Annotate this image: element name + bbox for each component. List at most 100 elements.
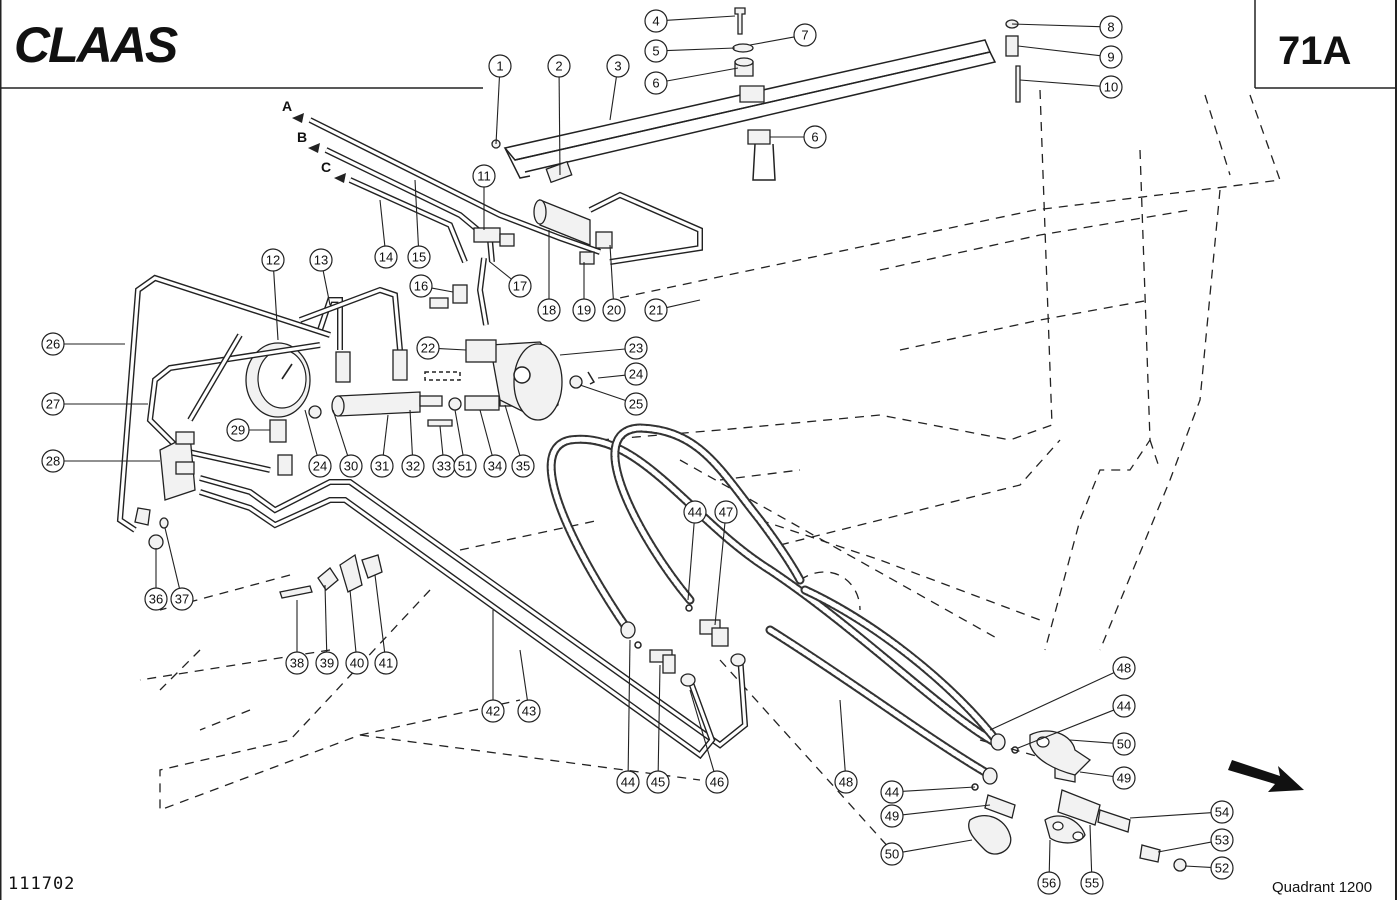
- callout-leader: [666, 15, 736, 21]
- flexible-hoses: [546, 423, 1005, 780]
- callout-circle: [144, 587, 168, 611]
- distribution-block: [134, 431, 293, 550]
- rotary-valve: [424, 339, 596, 421]
- callout-43: 43: [517, 649, 541, 723]
- callout-circle: [880, 842, 904, 866]
- callout-33: 33: [432, 425, 456, 478]
- callout-number: 16: [414, 279, 428, 294]
- callout-number: 20: [607, 303, 621, 318]
- callout-circle: [453, 454, 477, 478]
- callout-20: 20: [602, 244, 626, 322]
- callout-circle: [793, 23, 817, 47]
- callout-leader: [431, 287, 454, 293]
- model-name: Quadrant 1200: [1272, 879, 1372, 896]
- callout-number: 13: [314, 253, 328, 268]
- callout-number: 2: [555, 59, 562, 74]
- callout-circle: [517, 699, 541, 723]
- callout-11: 11: [472, 164, 496, 230]
- callout-number: 42: [486, 704, 500, 719]
- callout-32: 32: [401, 409, 425, 478]
- callout-number: 51: [458, 459, 472, 474]
- callout-circle: [339, 454, 363, 478]
- callout-circle: [1210, 856, 1234, 880]
- callout-number: 19: [577, 303, 591, 318]
- callout-number: 24: [629, 367, 643, 382]
- callout-circle: [308, 454, 332, 478]
- callout-circle: [1210, 800, 1234, 824]
- callout-circle: [407, 245, 431, 269]
- callout-56: 56: [1037, 839, 1061, 895]
- callout-number: 50: [1117, 737, 1131, 752]
- callout-9: 9: [1017, 45, 1123, 69]
- line-label-c: C: [321, 159, 331, 175]
- callout-number: 45: [651, 775, 665, 790]
- callout-leader: [439, 425, 444, 456]
- callout-number: 28: [46, 454, 60, 469]
- callout-35: 35: [504, 404, 535, 478]
- callout-leader: [1019, 79, 1101, 87]
- callout-circle: [511, 454, 535, 478]
- callout-leader: [627, 639, 631, 772]
- callout-leader: [1017, 45, 1101, 57]
- callout-number: 30: [344, 459, 358, 474]
- callout-leader: [666, 47, 736, 52]
- callout-leader: [558, 76, 561, 176]
- callout-number: 52: [1215, 861, 1229, 876]
- callout-leader: [1069, 739, 1114, 744]
- callout-circle: [488, 54, 512, 78]
- callout-leader: [332, 409, 349, 456]
- callout-21: 21: [644, 298, 701, 322]
- callout-circle: [1112, 656, 1136, 680]
- callout-circle: [572, 298, 596, 322]
- callout-number: 22: [421, 341, 435, 356]
- callout-leader: [714, 522, 726, 626]
- callout-54: 54: [1129, 800, 1234, 824]
- callout-leader: [597, 374, 626, 379]
- callout-22: 22: [416, 336, 467, 360]
- page-code: 71A: [1278, 29, 1351, 73]
- callout-number: 37: [175, 592, 189, 607]
- callout-51: 51: [453, 409, 477, 478]
- callout-circle: [226, 418, 250, 442]
- callout-44: 44: [683, 500, 707, 601]
- callout-leader: [489, 261, 512, 280]
- callout-number: 49: [885, 809, 899, 824]
- callout-leader: [609, 244, 614, 300]
- callout-leader: [1157, 841, 1212, 853]
- callout-number: 6: [652, 76, 659, 91]
- callout-leader: [164, 527, 180, 589]
- callout-41: 41: [374, 574, 398, 675]
- callout-number: 25: [629, 397, 643, 412]
- callout-circle: [315, 651, 339, 675]
- callout-circle: [1112, 766, 1136, 790]
- callout-number: 40: [350, 656, 364, 671]
- callout-circle: [41, 332, 65, 356]
- callout-leader: [609, 76, 617, 121]
- callout-leader: [657, 664, 661, 772]
- callout-13: 13: [309, 248, 333, 306]
- callout-number: 17: [513, 279, 527, 294]
- callout-circle: [1112, 694, 1136, 718]
- callout-leader: [839, 699, 846, 772]
- callout-number: 10: [1104, 80, 1118, 95]
- callout-number: 29: [231, 423, 245, 438]
- callout-leader: [1079, 771, 1114, 778]
- callout-circle: [1037, 871, 1061, 895]
- callout-number: 8: [1107, 20, 1114, 35]
- callout-number: 44: [688, 505, 702, 520]
- callout-31: 31: [370, 414, 394, 478]
- callout-circle: [1099, 15, 1123, 39]
- callout-circle: [1099, 45, 1123, 69]
- callout-circle: [624, 392, 648, 416]
- callout-number: 47: [719, 505, 733, 520]
- callout-number: 11: [477, 169, 491, 184]
- callout-number: 44: [885, 785, 899, 800]
- callout-circle: [309, 248, 333, 272]
- callout-number: 4: [652, 14, 659, 29]
- callout-number: 46: [710, 775, 724, 790]
- callout-circle: [170, 587, 194, 611]
- callout-number: 27: [46, 397, 60, 412]
- callout-3: 3: [606, 54, 630, 121]
- callout-36: 36: [144, 548, 168, 611]
